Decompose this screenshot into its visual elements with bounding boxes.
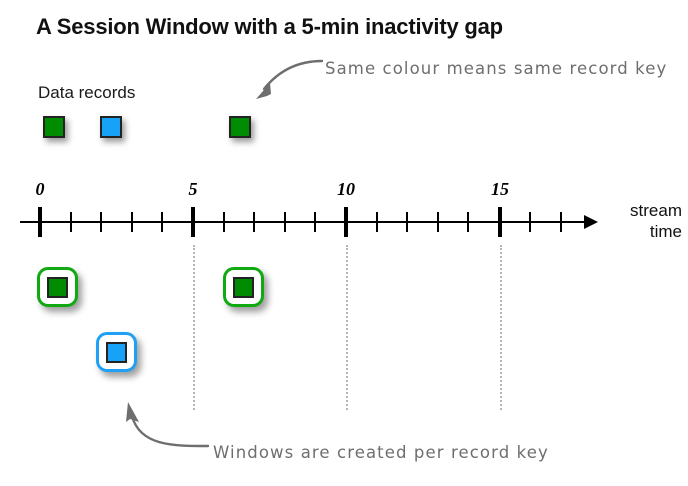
axis-tick-12-minor bbox=[406, 212, 408, 232]
axis-tick-13-minor bbox=[437, 212, 439, 232]
guide-line-2 bbox=[500, 245, 502, 410]
axis-tick-label-5: 5 bbox=[188, 179, 198, 199]
record-square-green-1 bbox=[43, 116, 65, 138]
axis-tick-15-major bbox=[498, 207, 502, 237]
annotation-arrow-bottom-icon bbox=[126, 402, 210, 448]
axis-tick-label-0: 0 bbox=[35, 179, 45, 199]
session-window-blue-1 bbox=[96, 332, 137, 372]
session-window-blue-1-record bbox=[106, 341, 127, 363]
stream-time-axis bbox=[20, 221, 588, 223]
axis-tick-0-major bbox=[38, 207, 42, 237]
session-window-green-2-record bbox=[233, 276, 254, 298]
annotation-bottom-text: Windows are created per record key bbox=[213, 443, 549, 462]
record-square-green-2 bbox=[229, 116, 251, 138]
guide-line-1 bbox=[346, 245, 348, 410]
axis-tick-2-minor bbox=[100, 212, 102, 232]
axis-arrowhead-icon bbox=[584, 215, 598, 229]
axis-caption-line-2: time bbox=[649, 222, 682, 241]
axis-tick-10-major bbox=[344, 207, 348, 237]
axis-tick-6-minor bbox=[223, 212, 225, 232]
axis-tick-9-minor bbox=[314, 212, 316, 232]
axis-tick-7-minor bbox=[253, 212, 255, 232]
record-square-blue-1 bbox=[100, 116, 122, 138]
axis-tick-3-minor bbox=[131, 212, 133, 232]
axis-tick-17-minor bbox=[560, 212, 562, 232]
data-records-label: Data records bbox=[38, 83, 136, 102]
axis-caption-line-1: stream bbox=[630, 201, 682, 220]
axis-tick-11-minor bbox=[376, 212, 378, 232]
axis-tick-4-minor bbox=[161, 212, 163, 232]
axis-tick-label-10: 10 bbox=[337, 179, 355, 199]
axis-tick-1-minor bbox=[70, 212, 72, 232]
session-window-green-1 bbox=[37, 267, 78, 307]
page-title: A Session Window with a 5-min inactivity… bbox=[36, 14, 503, 39]
session-window-green-2 bbox=[223, 267, 264, 307]
axis-tick-8-minor bbox=[284, 212, 286, 232]
axis-caption: stream time bbox=[608, 200, 682, 242]
axis-tick-5-major bbox=[191, 207, 195, 237]
annotation-top-text: Same colour means same record key bbox=[325, 59, 668, 78]
axis-tick-label-15: 15 bbox=[491, 179, 509, 199]
session-window-green-1-record bbox=[47, 276, 68, 298]
axis-tick-16-minor bbox=[529, 212, 531, 232]
guide-line-0 bbox=[193, 245, 195, 410]
axis-tick-14-minor bbox=[467, 212, 469, 232]
annotation-arrow-top-icon bbox=[256, 59, 324, 99]
